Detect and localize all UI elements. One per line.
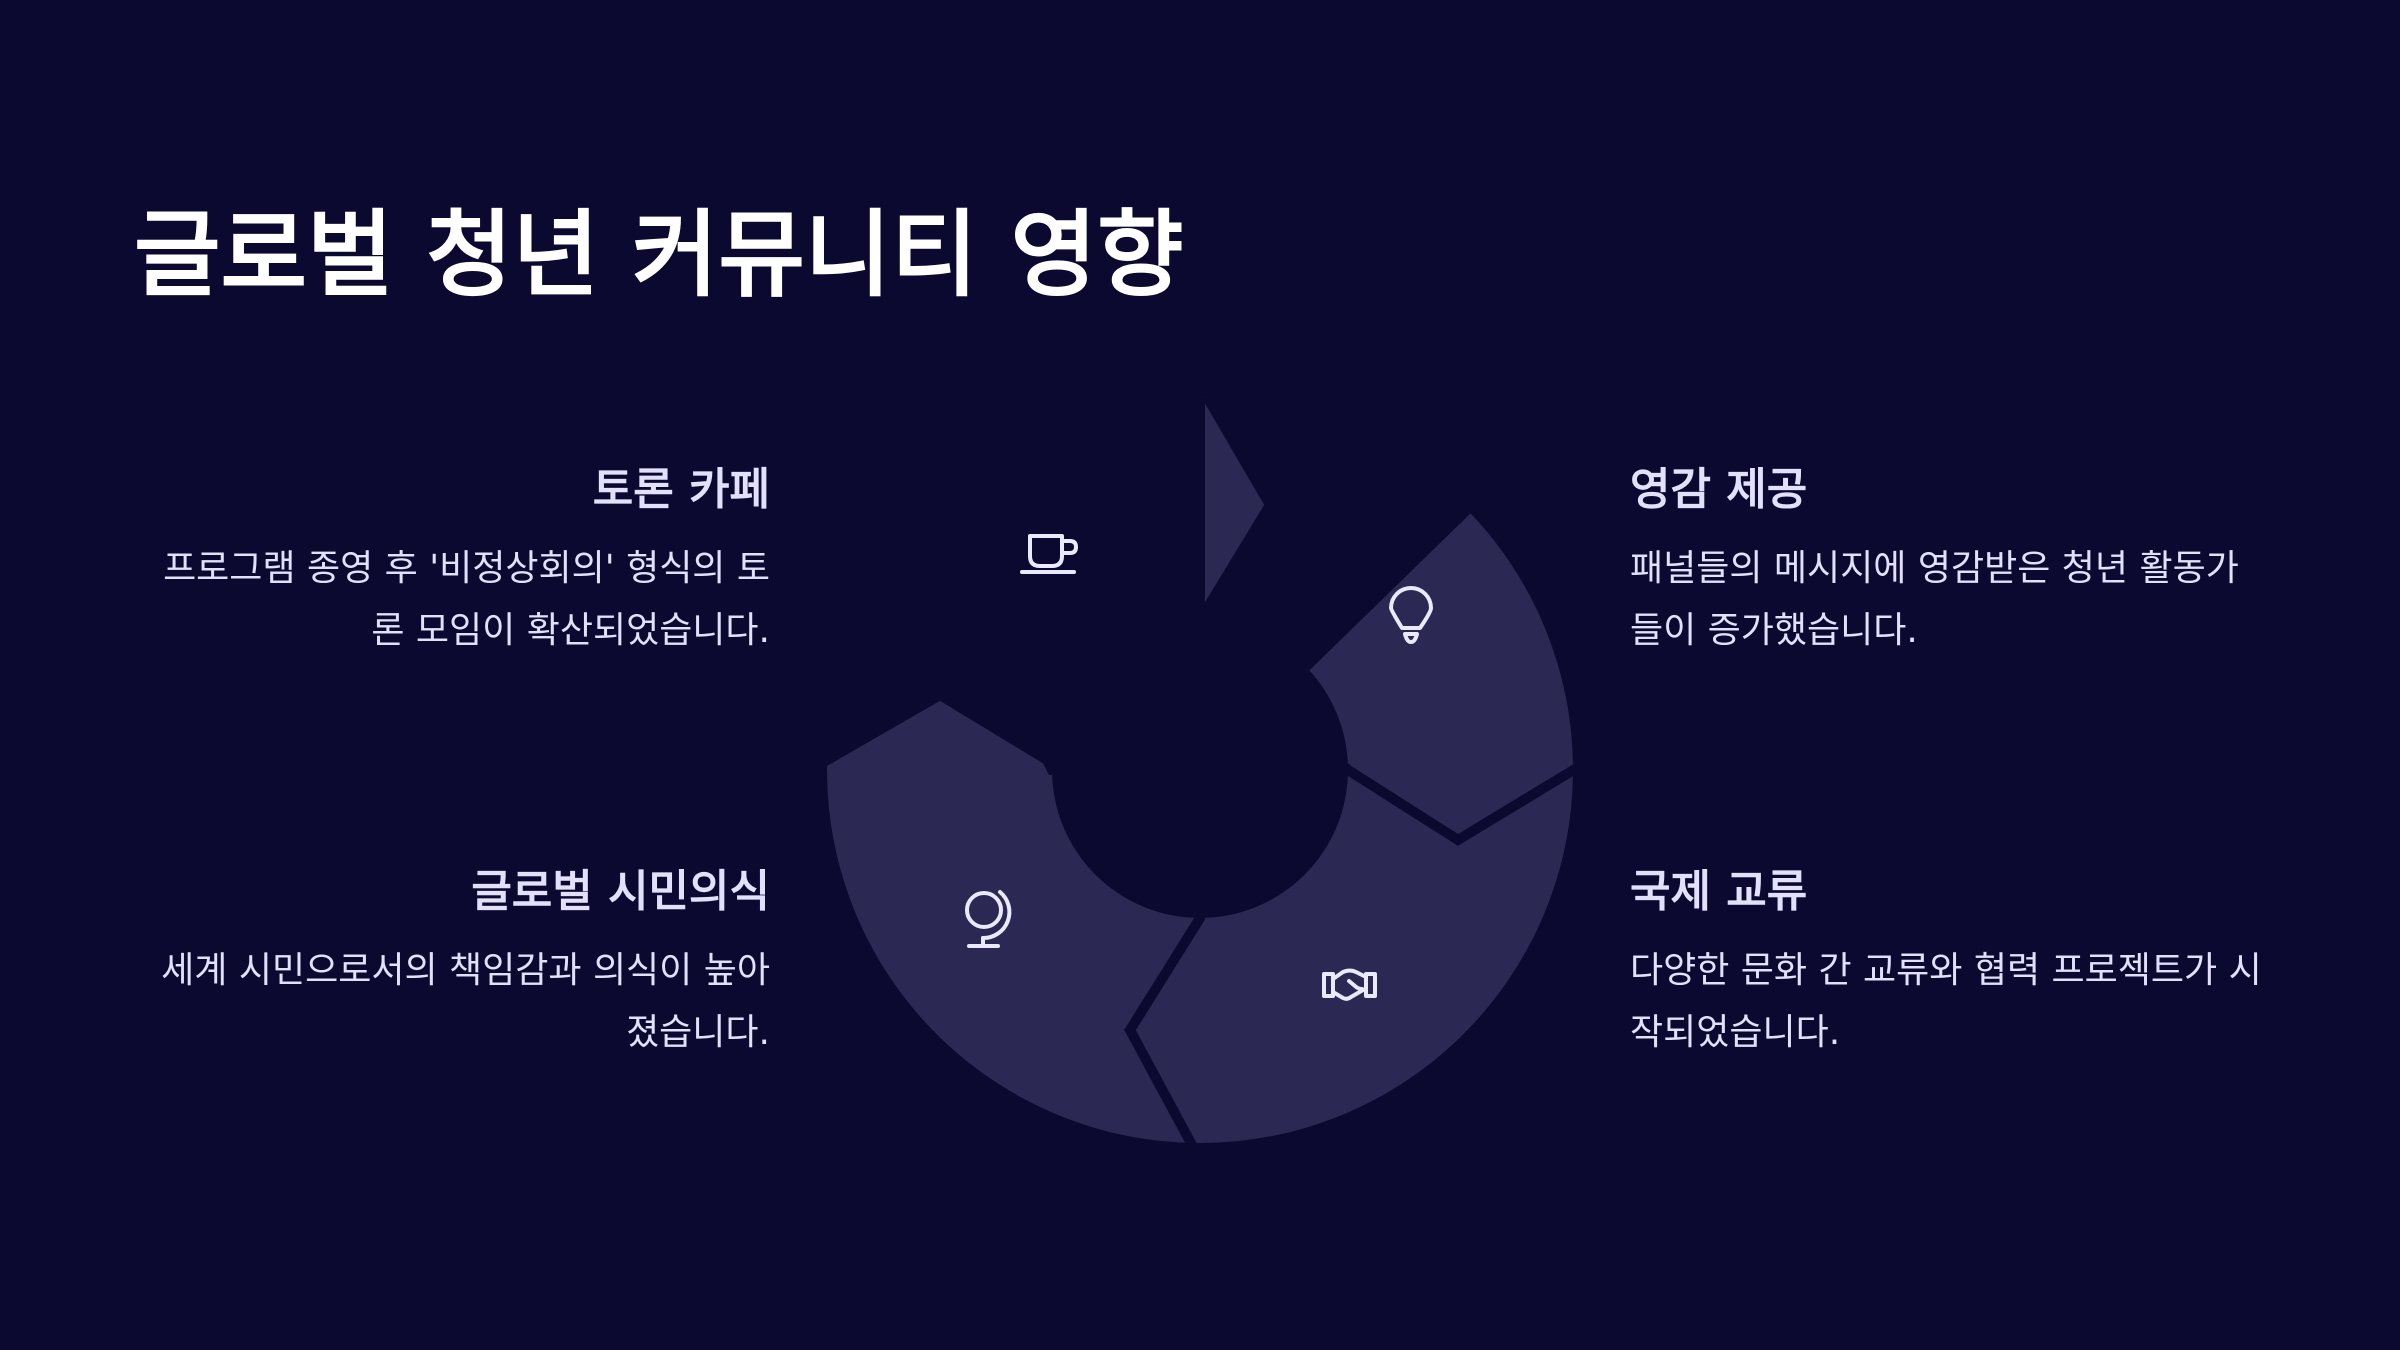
item-global-citizenship: 글로벌 시민의식 세계 시민으로서의 책임감과 의식이 높아졌습니다. [130,862,770,1064]
item-description: 프로그램 종영 후 '비정상회의' 형식의 토론 모임이 확산되었습니다. [163,548,770,651]
item-title: 국제 교류 [1630,866,1808,917]
globe-icon [965,890,1012,948]
item-title: 영감 제공 [1630,464,1808,515]
item-international-exchange: 국제 교류 다양한 문화 간 교류와 협력 프로젝트가 시작되었습니다. [1630,862,2270,1064]
item-description: 세계 시민으로서의 책임감과 의식이 높아졌습니다. [161,950,770,1053]
handshake-icon [1322,968,1377,1001]
item-inspiration: 영감 제공 패널들의 메시지에 영감받은 청년 활동가들이 증가했습니다. [1630,460,2270,662]
item-title: 토론 카페 [592,464,770,515]
item-description: 패널들의 메시지에 영감받은 청년 활동가들이 증가했습니다. [1630,548,2239,651]
coffee-cup-icon [1020,534,1078,574]
slide-title: 글로벌 청년 커뮤니티 영향 [134,201,1184,310]
item-description: 다양한 문화 간 교류와 협력 프로젝트가 시작되었습니다. [1630,950,2262,1053]
lightbulb-icon [1389,586,1433,644]
segment-bottom-right [1124,751,1573,1143]
item-title: 글로벌 시민의식 [471,866,770,917]
item-discussion-cafe: 토론 카페 프로그램 종영 후 '비정상회의' 형식의 토론 모임이 확산되었습… [130,460,770,662]
